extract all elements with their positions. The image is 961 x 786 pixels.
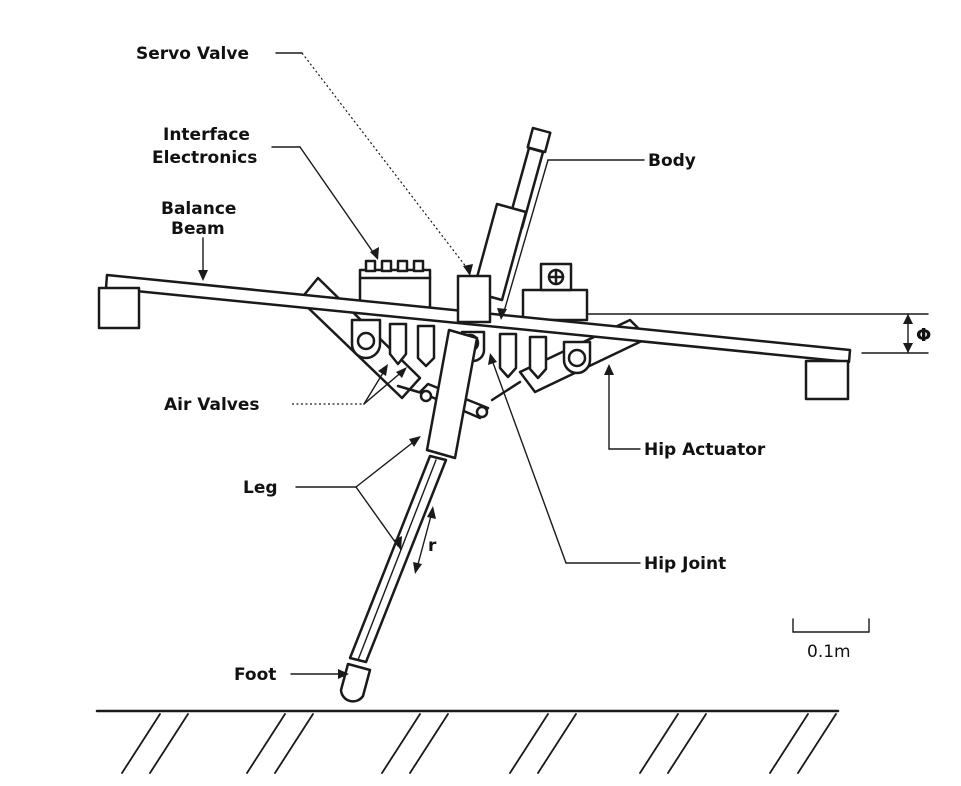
phi-label: Φ: [916, 325, 931, 346]
air-valves-label: Air Valves: [164, 395, 260, 415]
hip-joint-label: Hip Joint: [644, 554, 726, 574]
foot-pad: [339, 662, 372, 703]
body-label: Body: [648, 151, 696, 171]
body: [456, 126, 552, 324]
balance-beam-label-line2: Beam: [171, 219, 225, 239]
leg-label: Leg: [243, 478, 278, 498]
leg: [339, 328, 479, 703]
r-label: r: [428, 536, 437, 556]
hip-actuator-label: Hip Actuator: [644, 440, 766, 460]
leader-lines: [198, 52, 929, 679]
foot-label: Foot: [234, 665, 276, 685]
interface-electronics-label-line1: Interface: [163, 125, 250, 145]
servo-valve-label: Servo Valve: [136, 44, 249, 64]
interface-electronics-label-line2: Electronics: [152, 148, 257, 168]
balance-beam-label-line1: Balance: [161, 199, 236, 219]
scale-label: 0.1m: [807, 642, 851, 662]
scale-bar: [792, 618, 870, 633]
ground: [95, 709, 840, 774]
right-electronics: [521, 262, 589, 322]
